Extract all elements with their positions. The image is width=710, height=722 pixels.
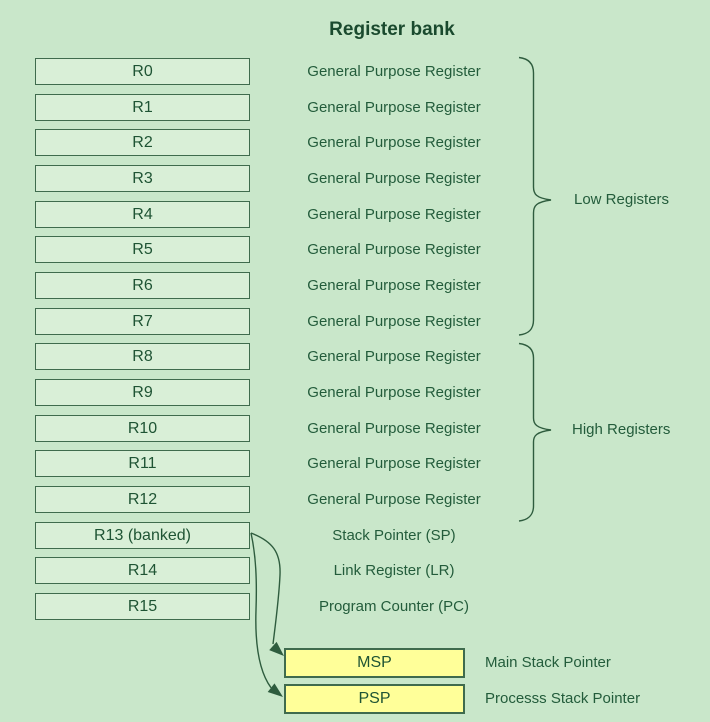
- register-box: R6: [35, 272, 250, 299]
- r13-to-msp-arrow-icon: [250, 532, 281, 645]
- register-box: R1: [35, 94, 250, 121]
- register-box: R5: [35, 236, 250, 263]
- register-description: General Purpose Register: [307, 384, 481, 401]
- register-box: R2: [35, 129, 250, 156]
- register-box: R13 (banked): [35, 522, 250, 549]
- psp-box: PSP: [284, 684, 465, 714]
- msp-description: Main Stack Pointer: [485, 654, 611, 671]
- register-row: R0 General Purpose Register: [0, 58, 710, 85]
- register-description: Program Counter (PC): [318, 598, 470, 615]
- register-row: R12 General Purpose Register: [0, 486, 710, 513]
- register-description: General Purpose Register: [307, 241, 481, 258]
- register-description: General Purpose Register: [307, 420, 481, 437]
- page-title: Register bank: [329, 19, 455, 40]
- register-description: General Purpose Register: [307, 348, 481, 365]
- register-description: General Purpose Register: [307, 313, 481, 330]
- register-box: R9: [35, 379, 250, 406]
- register-description: General Purpose Register: [307, 206, 481, 223]
- register-box: R11: [35, 450, 250, 477]
- register-row: R5 General Purpose Register: [0, 236, 710, 263]
- r13-to-msp-arrowhead-icon: [269, 641, 284, 656]
- register-description: General Purpose Register: [307, 170, 481, 187]
- register-box: R10: [35, 415, 250, 442]
- register-row: R10 General Purpose Register: [0, 415, 710, 442]
- register-box: R12: [35, 486, 250, 513]
- register-box: R8: [35, 343, 250, 370]
- high-registers-label: High Registers: [572, 421, 671, 438]
- register-description: General Purpose Register: [307, 99, 481, 116]
- register-description: Stack Pointer (SP): [332, 527, 456, 544]
- register-row: R13 (banked) Stack Pointer (SP): [0, 522, 710, 549]
- register-description: General Purpose Register: [307, 277, 481, 294]
- register-row: R1 General Purpose Register: [0, 94, 710, 121]
- low-registers-label: Low Registers: [574, 191, 670, 208]
- register-row: R15 Program Counter (PC): [0, 593, 710, 620]
- register-row: R4 General Purpose Register: [0, 201, 710, 228]
- register-row: R2 General Purpose Register: [0, 129, 710, 156]
- register-description: General Purpose Register: [307, 63, 481, 80]
- register-row: R11 General Purpose Register: [0, 450, 710, 477]
- register-box: R14: [35, 557, 250, 584]
- register-box: R4: [35, 201, 250, 228]
- register-description: General Purpose Register: [307, 455, 481, 472]
- register-row: R6 General Purpose Register: [0, 272, 710, 299]
- register-description: General Purpose Register: [307, 491, 481, 508]
- register-description: Link Register (LR): [333, 562, 455, 579]
- psp-description: Processs Stack Pointer: [485, 690, 641, 707]
- msp-box: MSP: [284, 648, 465, 678]
- register-description: General Purpose Register: [307, 134, 481, 151]
- register-box: R3: [35, 165, 250, 192]
- r13-to-psp-arrowhead-icon: [267, 683, 283, 697]
- register-box: R0: [35, 58, 250, 85]
- register-row: R14 Link Register (LR): [0, 557, 710, 584]
- register-row: R9 General Purpose Register: [0, 379, 710, 406]
- register-box: R7: [35, 308, 250, 335]
- register-row: R3 General Purpose Register: [0, 165, 710, 192]
- register-row: R7 General Purpose Register: [0, 308, 710, 335]
- register-box: R15: [35, 593, 250, 620]
- register-row: R8 General Purpose Register: [0, 343, 710, 370]
